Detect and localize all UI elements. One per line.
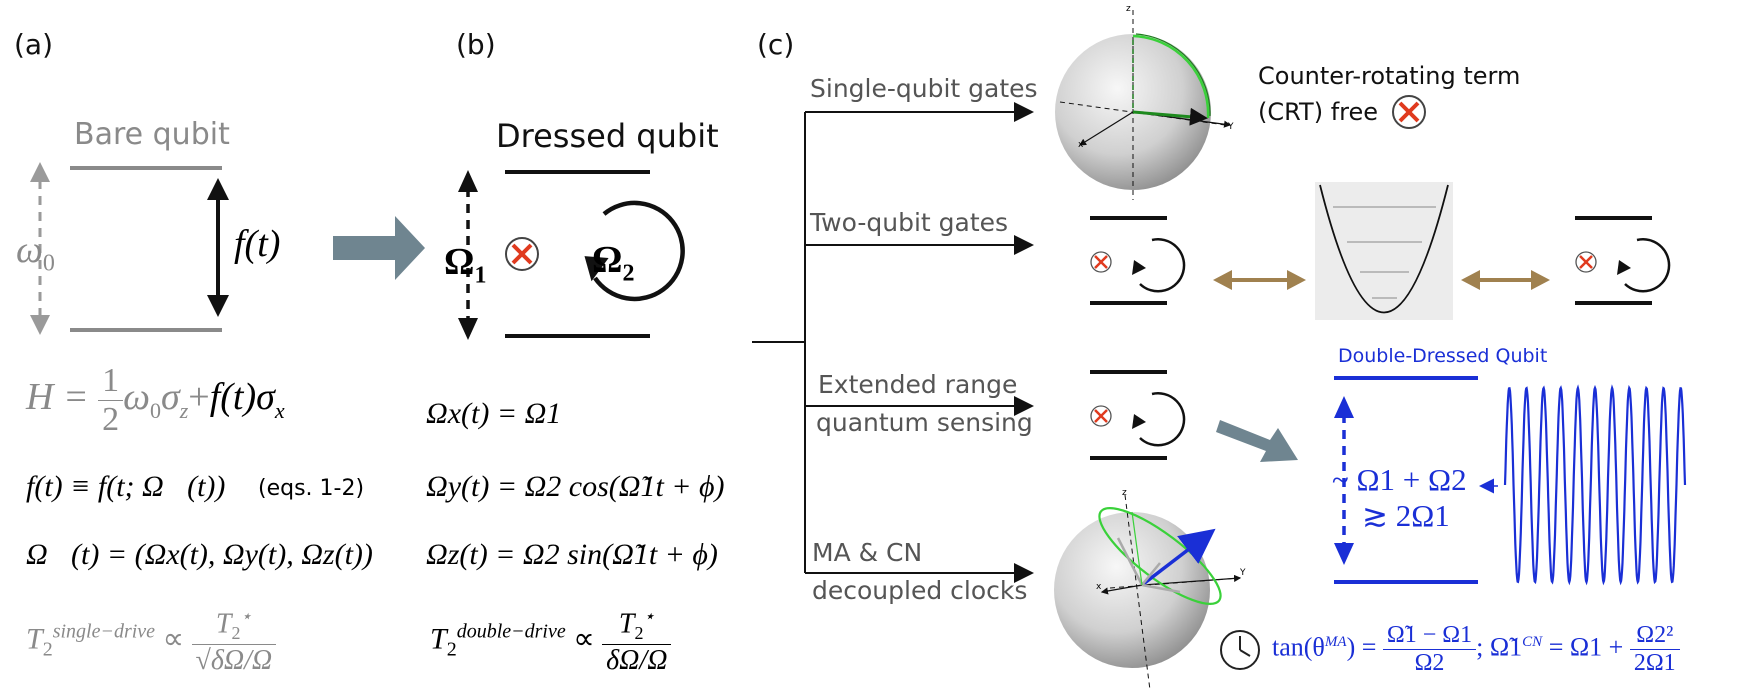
omega-z-equation: Ωz(t) = Ω2 sin(Ω̃1t + ϕ) (426, 538, 718, 571)
t2-double-drive-equation: T2double−drive ∝ T2⋆δΩ/Ω (430, 606, 672, 677)
branch-tree (752, 102, 1034, 583)
big-arrow-to-double-dressed (1216, 420, 1298, 462)
crt-line2: (CRT) free (1258, 98, 1379, 126)
panel-label-c: (c) (757, 28, 795, 61)
panel-label-a: (a) (14, 28, 54, 61)
harmonic-trap (1315, 182, 1453, 320)
omega-vector-equation: Ω⃗(t) = (Ωx(t), Ωy(t), Ωz(t)) (26, 538, 373, 571)
omega2-label: Ω2 (592, 239, 635, 287)
brown-double-arrow-right (1461, 270, 1550, 290)
branch-decoupled-clocks: decoupled clocks (812, 576, 1028, 605)
brown-double-arrow-left (1213, 270, 1306, 290)
double-dressed-levels (1334, 376, 1478, 584)
double-dressed-eq2: ≳ 2Ω1 (1362, 498, 1450, 533)
bloch-sphere-single-qubit (1055, 10, 1232, 200)
double-dressed-title: Double-Dressed Qubit (1338, 345, 1548, 367)
double-dressed-oscillation (1479, 384, 1687, 586)
ft-double-arrow (207, 178, 229, 317)
crt-cross-icon-c (1392, 95, 1426, 129)
t2-single-drive-equation: T2single−drive ∝ T2⋆√δΩ/Ω (26, 606, 277, 677)
bare-qubit-label: Bare qubit (74, 117, 230, 152)
sphere2-y-axis-label: Y (1240, 568, 1246, 578)
transition-arrow-a-to-b (333, 216, 425, 280)
eqs-note: (eqs. 1-2) (258, 476, 365, 501)
crt-line1: Counter-rotating term (1258, 62, 1521, 90)
sphere1-z-axis-label: z (1126, 4, 1131, 14)
omega0-dashed-arrow (30, 162, 50, 335)
mini-dressed-qubit-left (1090, 216, 1186, 305)
omega-y-equation: Ωy(t) = Ω2 cos(Ω̃1t + ϕ) (426, 470, 725, 503)
ft-label: f(t) (234, 223, 281, 265)
branch-extended-range: Extended range (818, 370, 1018, 399)
omega2-rotation-arrow (584, 200, 685, 302)
sphere1-x-axis-label: x (1078, 140, 1084, 150)
clock-icon (1220, 630, 1260, 670)
bare-qubit-levels (70, 166, 222, 332)
dressed-qubit-levels (505, 170, 650, 338)
bloch-sphere-clock (1054, 494, 1242, 691)
double-dressed-dashed-arrow (1334, 396, 1354, 565)
omega1-dashed-arrow (458, 170, 478, 340)
f-definition-equation: f(t) ≡ f(t; Ω⃗(t)) (26, 470, 226, 503)
sphere2-z-axis-label: z (1122, 488, 1127, 498)
omega0-label: ω0 (16, 229, 55, 277)
branch-two-qubit: Two-qubit gates (810, 208, 1009, 237)
sphere2-x-axis-label: x (1096, 582, 1102, 592)
panel-label-b: (b) (456, 28, 496, 61)
omega1-label: Ω1 (444, 241, 487, 289)
double-dressed-eq1: ~ Ω1 + Ω2 (1332, 462, 1467, 497)
branch-quantum-sensing: quantum sensing (816, 408, 1033, 437)
mini-dressed-qubit-right (1575, 216, 1671, 305)
dressed-qubit-label: Dressed qubit (496, 117, 719, 155)
mini-dressed-qubit-sensing (1090, 370, 1186, 460)
branch-single-qubit: Single-qubit gates (810, 74, 1038, 103)
sphere1-y-axis-label: Y (1228, 122, 1234, 132)
omega-x-equation: Ωx(t) = Ω1 (426, 397, 562, 430)
branch-ma-cn: MA & CN (812, 538, 923, 567)
crt-cross-icon-b (505, 237, 539, 271)
